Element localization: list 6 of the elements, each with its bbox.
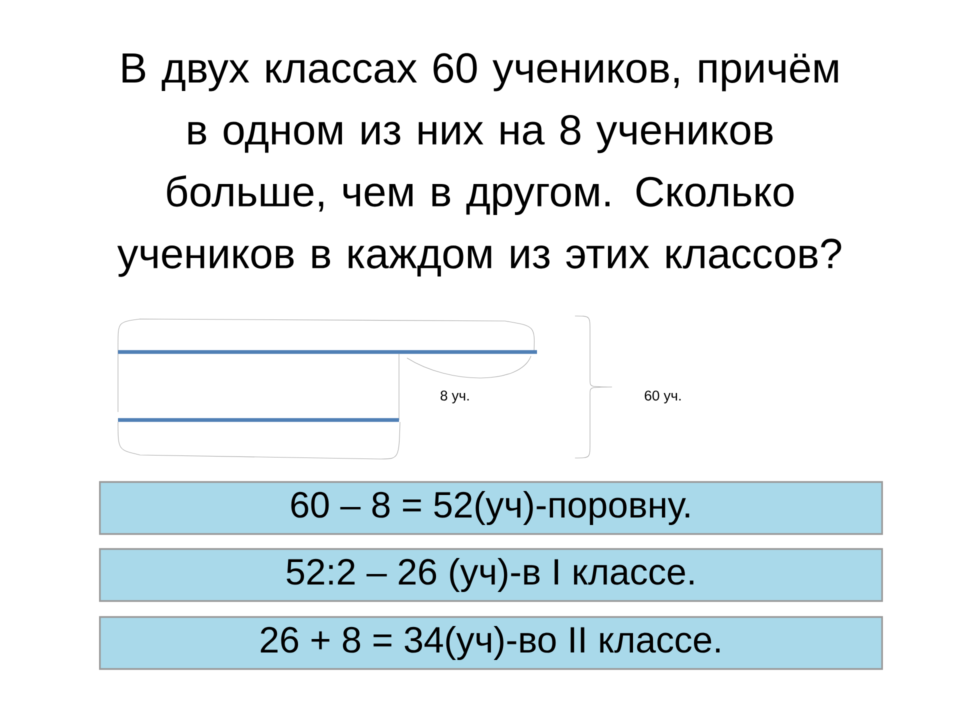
dimension-label: 60 уч.: [644, 390, 681, 404]
answer-bar: 60 – 8 = 52(уч)-поровну.: [99, 481, 883, 535]
title: В двух классах 60 учеников, причём в одном из них на 8 учеников больше, чем в другом. Сколько учеников в каждом из этих классов?: [117, 53, 842, 277]
answer-bar: 26 + 8 = 34(уч)-во II классе.: [99, 616, 883, 670]
answer-bar: 52:2 – 26 (уч)-в I классе.: [99, 548, 883, 602]
dimension-label: 8 уч.: [440, 390, 469, 404]
